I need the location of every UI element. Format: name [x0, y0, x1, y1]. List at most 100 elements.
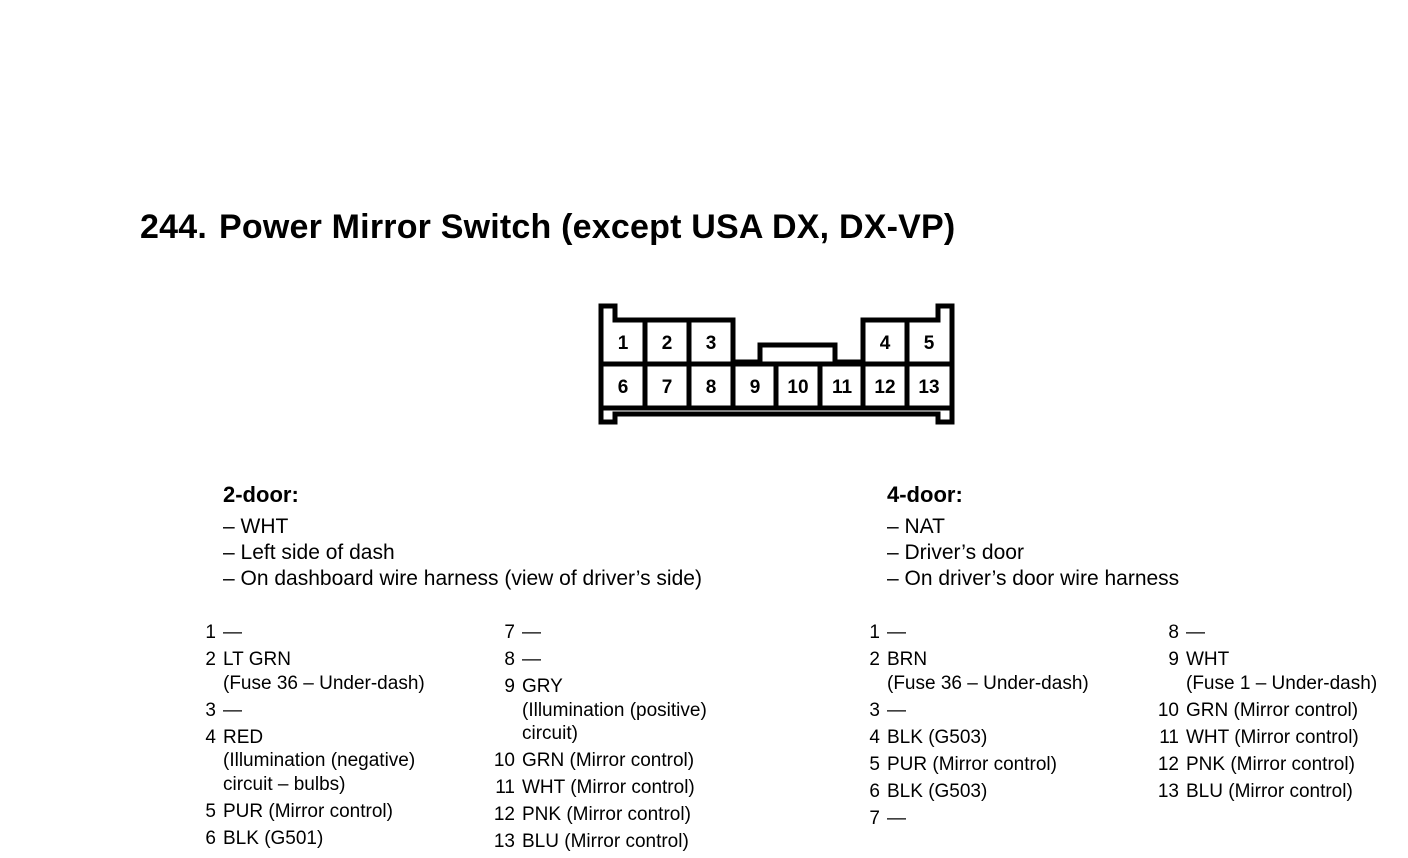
- pin-number: 2: [205, 649, 216, 670]
- two-door-color: – WHT: [223, 515, 289, 538]
- pin-wire: LT GRN(Fuse 36 – Under-dash): [216, 648, 425, 695]
- pin-label: 13: [918, 377, 939, 398]
- pin-wire-line: GRY: [522, 676, 563, 697]
- pin-wire: PUR (Mirror control): [216, 800, 393, 824]
- pin-wire: BLK (G501): [216, 827, 323, 851]
- pin-wire-line: BLK (G501): [223, 827, 324, 849]
- pin-wire-line: BLK (G503): [887, 726, 988, 748]
- pin-wire-line: (Fuse 36 – Under-dash): [887, 672, 1089, 694]
- pin-wire-line: circuit): [522, 723, 578, 744]
- pin-wire-line: —: [887, 699, 906, 721]
- pin-wire-line: BLK (G503): [887, 780, 988, 802]
- pin-wire-line: —: [223, 622, 242, 643]
- pin-label: 6: [618, 377, 629, 398]
- pin-number: 6: [205, 827, 216, 849]
- pin-wire-line: (Fuse 1 – Under-dash): [1186, 672, 1378, 694]
- pin-wire: WHT(Fuse 1 – Under-dash): [1179, 648, 1377, 695]
- pin-number: 4: [205, 726, 216, 748]
- pin-entry: 13 BLU (Mirror control): [493, 830, 707, 854]
- four-door-color: – NAT: [887, 515, 945, 538]
- pin-wire: PUR (Mirror control): [880, 753, 1057, 777]
- two-door-location: – Left side of dash: [223, 541, 395, 564]
- pin-wire: —: [515, 621, 541, 645]
- pin-entry: 11 WHT (Mirror control): [493, 776, 707, 800]
- pin-label: 3: [706, 333, 717, 354]
- pin-number: 11: [495, 777, 515, 798]
- pin-wire-line: —: [887, 807, 906, 829]
- pin-wire: GRN (Mirror control): [515, 749, 694, 773]
- pin-wire-line: —: [522, 649, 541, 670]
- pin-wire: —: [216, 621, 242, 645]
- four-door-heading: 4-door:: [887, 482, 963, 507]
- pin-label: 4: [880, 333, 891, 354]
- pin-wire-line: —: [522, 622, 541, 643]
- pin-wire: PNK (Mirror control): [1179, 753, 1355, 777]
- pin-entry: 4 BLK (G503): [858, 726, 1089, 750]
- pin-wire: RED(Illumination (negative)circuit – bul…: [216, 726, 415, 797]
- pin-wire-line: (Illumination (positive): [522, 699, 707, 721]
- pin-wire: —: [880, 807, 906, 831]
- pin-wire-line: RED: [223, 726, 264, 748]
- four-door-info: 4-door: – NAT – Driver’s door – On drive…: [887, 482, 1179, 592]
- pin-wire-line: WHT (Mirror control): [1186, 726, 1359, 748]
- pin-wire: BLK (G503): [880, 780, 987, 804]
- pin-wire-line: WHT (Mirror control): [522, 777, 695, 798]
- pin-wire-line: GRN (Mirror control): [522, 750, 695, 771]
- pin-label: 2: [662, 333, 673, 354]
- pin-number: 1: [869, 622, 880, 643]
- pin-entry: 3—: [194, 699, 425, 723]
- pin-wire: BRN(Fuse 36 – Under-dash): [880, 648, 1089, 695]
- pin-entry: 1—: [194, 621, 425, 645]
- pin-label: 11: [832, 377, 853, 398]
- pin-label: 7: [662, 377, 673, 398]
- pin-number: 5: [205, 800, 216, 822]
- pin-wire: BLK (G503): [880, 726, 987, 750]
- pin-entry: 6 BLK (G503): [858, 780, 1089, 804]
- pin-wire: —: [880, 621, 906, 645]
- pin-entry: 6 BLK (G501): [194, 827, 425, 851]
- pin-entry: 7—: [493, 621, 707, 645]
- pin-wire: —: [880, 699, 906, 723]
- two-door-info: 2-door: – WHT – Left side of dash – On d…: [223, 482, 702, 592]
- title-text: Power Mirror Switch (except USA DX, DX-V…: [218, 208, 956, 246]
- pin-label: 1: [618, 333, 629, 354]
- pin-number: 10: [1157, 699, 1179, 721]
- four-door-location: – Driver’s door: [887, 541, 1024, 564]
- pin-wire: BLU (Mirror control): [515, 830, 689, 854]
- two-door-heading: 2-door:: [223, 482, 299, 507]
- pin-number: 9: [1168, 649, 1179, 670]
- pin-wire: GRY(Illumination (positive)circuit): [515, 675, 707, 746]
- pin-wire: BLU (Mirror control): [1179, 780, 1353, 804]
- two-door-harness: – On dashboard wire harness (view of dri…: [223, 567, 702, 590]
- pin-entry: 3—: [858, 699, 1089, 723]
- pin-wire-line: (Fuse 36 – Under-dash): [223, 672, 425, 694]
- pin-wire-line: PUR (Mirror control): [223, 800, 393, 822]
- pin-wire: GRN (Mirror control): [1179, 699, 1358, 723]
- pin-number: 8: [504, 649, 515, 670]
- pin-entry: 7—: [858, 807, 1089, 831]
- pin-wire: WHT (Mirror control): [515, 776, 695, 800]
- pin-entry: 5 PUR (Mirror control): [194, 800, 425, 824]
- pin-wire-line: BLU (Mirror control): [522, 831, 689, 852]
- pin-number: 7: [869, 807, 880, 829]
- pin-wire-line: GRN (Mirror control): [1186, 699, 1359, 721]
- pin-entry: 8—: [493, 648, 707, 672]
- pin-number: 6: [869, 780, 880, 802]
- pin-number: 4: [869, 726, 880, 748]
- pin-entry: 10 GRN (Mirror control): [1157, 699, 1377, 723]
- pin-label: 10: [787, 377, 808, 398]
- pin-number: 13: [493, 831, 515, 852]
